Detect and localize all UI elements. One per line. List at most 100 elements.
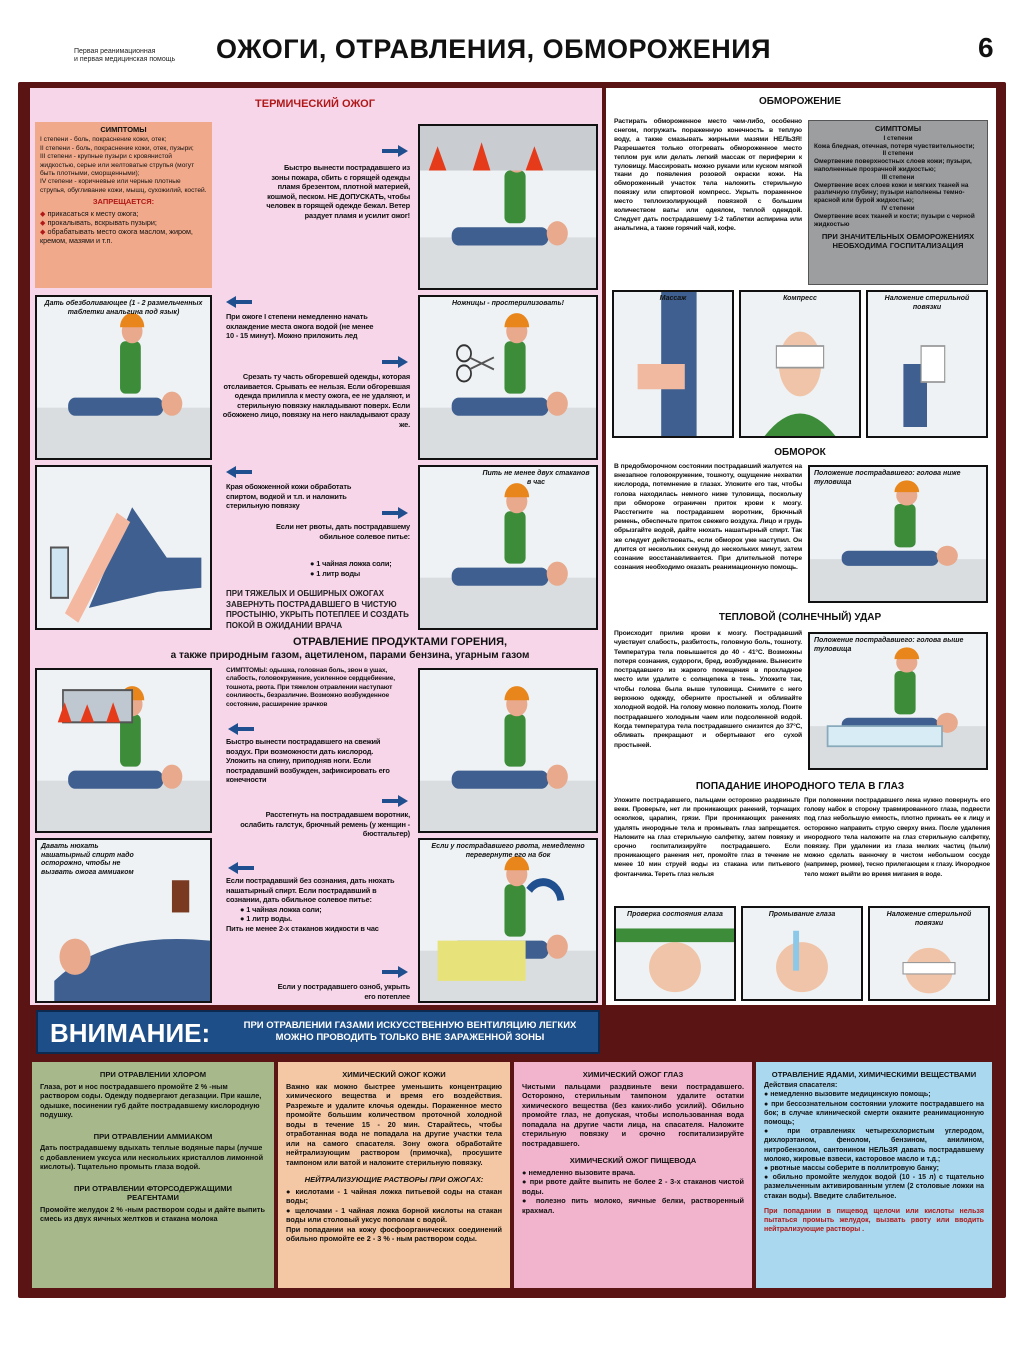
symptom-item: II степени - боль, покраснение кожи, оте… <box>40 144 194 152</box>
illustration-ammonia: Давать нюхать нашатырный спирт надо осто… <box>35 838 212 1003</box>
illustration-heatstroke-position: Положение пострадавшего: голова выше тул… <box>808 632 988 770</box>
arrow-right-icon <box>382 507 408 519</box>
box-poisoning: ОТРАВЛЕНИЕ ЯДАМИ, ХИМИЧЕСКИМИ ВЕЩЕСТВАМИ… <box>756 1062 992 1288</box>
degree-label: II степени <box>882 150 914 158</box>
degree-text: Омертвение всех тканей и кости; пузыри с… <box>814 212 975 228</box>
arrow-left-icon <box>226 466 252 478</box>
thermal-step5: Если нет рвоты, дать пострадавшему обиль… <box>276 522 410 541</box>
section-title-heatstroke: ТЕПЛОВОЙ (СОЛНЕЧНЫЙ) УДАР <box>718 612 882 623</box>
thermal-severe-note: ПРИ ТЯЖЕЛЫХ И ОБШИРНЫХ ОЖОГАХ ЗАВЕРНУТЬ … <box>226 589 409 630</box>
step-text: Пить не менее 2-х стаканов жидкости в ча… <box>226 923 379 933</box>
illustration-compress: Компресс <box>739 290 861 438</box>
box-title: ПРИ ОТРАВЛЕНИИ ХЛОРОМ <box>99 1070 207 1079</box>
box-title: ПРИ ОТРАВЛЕНИИ ФТОРСОДЕРЖАЩИМИ РЕАГЕНТАМ… <box>73 1183 232 1203</box>
box-title: ХИМИЧЕСКИЙ ОЖОГ ГЛАЗ <box>582 1070 684 1079</box>
thermal-step1: Быстро вынести пострадавшего из зоны пож… <box>266 163 410 220</box>
list-item: щелочами - 1 чайная ложка борной кислоты… <box>286 1206 502 1225</box>
list-item: при рвоте дайте выпить не более 2 - 3-х … <box>522 1177 744 1196</box>
box-chemical-skin-burn: ХИМИЧЕСКИЙ ОЖОГ КОЖИ Важно как можно быс… <box>278 1062 510 1288</box>
faint-text: В предобморочном состоянии пострадавший … <box>614 463 802 572</box>
forbidden-title: ЗАПРЕЩАЕТСЯ: <box>92 197 155 207</box>
box-title: ПРИ ОТРАВЛЕНИИ АММИАКОМ <box>93 1131 213 1141</box>
page-number: 6 <box>978 32 994 63</box>
section-title-eye: ПОПАДАНИЕ ИНОРОДНОГО ТЕЛА В ГЛАЗ <box>695 781 905 792</box>
thermal-symptoms-box: СИМПТОМЫ I степени - боль, покраснение к… <box>35 122 212 288</box>
box-title: ХИМИЧЕСКИЙ ОЖОГ КОЖИ <box>342 1070 446 1079</box>
illustration-turn-on-side: Если у пострадавшего рвота, немедленно п… <box>418 838 598 1003</box>
illustration-burning-building <box>35 668 212 833</box>
combustion-step4: Если у пострадавшего озноб, укрыть его п… <box>277 982 410 1001</box>
symptoms-label: СИМПТОМЫ: <box>226 667 268 674</box>
illustration-eye-bandage: Наложение стерильной повязки <box>868 906 990 1001</box>
degree-text: Кожа бледная, отечная, потеря чувствител… <box>814 142 975 150</box>
symptoms-title: СИМПТОМЫ <box>100 125 147 134</box>
thermal-step5-list: 1 чайная ложка соли;1 литр воды <box>310 559 410 578</box>
eye-text-col2: При положении пострадавшего лежа нужно п… <box>804 797 990 878</box>
image-caption: Проверка состояния глаза <box>627 911 723 918</box>
symptom-item: IV степени - коричневые или черные плотн… <box>40 178 207 194</box>
image-caption: Пить не менее двух стаканов в час <box>482 470 590 486</box>
image-caption: Компресс <box>783 295 817 302</box>
arrow-right-icon <box>382 145 408 157</box>
thermal-step2: При ожоге I степени немедленно начать ох… <box>226 312 374 341</box>
combustion-step2: Расстегнуть на пострадавшем воротник, ос… <box>240 810 410 839</box>
list-item: 1 чайная ложка соли; <box>240 905 406 915</box>
section-subtitle-combustion: а также природным газом, ацетиленом, пар… <box>170 650 530 661</box>
list-item: 1 литр воды <box>310 569 410 579</box>
illustration-massage: Массаж <box>612 290 734 438</box>
hospital-note: ПРИ ЗНАЧИТЕЛЬНЫХ ОБМОРОЖЕНИЯХ НЕОБХОДИМА… <box>821 232 975 251</box>
box-title: НЕЙТРАЛИЗУЮЩИЕ РАСТВОРЫ ПРИ ОЖОГАХ: <box>304 1175 484 1184</box>
box-text: Промойте желудок 2 % -ным раствором соды… <box>40 1204 265 1224</box>
warning-banner: ВНИМАНИЕ: ПРИ ОТРАВЛЕНИИ ГАЗАМИ ИСКУССТВ… <box>36 1010 600 1054</box>
arrow-left-icon <box>226 296 252 308</box>
combustion-symptoms: СИМПТОМЫ: одышка, головная боль, звон в … <box>226 667 416 709</box>
box-text: Глаза, рот и нос пострадавшего промойте … <box>40 1081 262 1120</box>
arrow-left-icon <box>228 862 254 874</box>
image-caption: Дать обезболивающее (1 - 2 размельченных… <box>44 300 203 316</box>
illustration-eye-rinse: Промывание глаза <box>741 906 863 1001</box>
symptom-item: I степени - боль, покраснение кожи, отек… <box>40 136 167 144</box>
eye-text-col1: Уложите пострадавшего, пальцами осторожн… <box>614 797 800 878</box>
subtitle-line: и первая медицинская помощь <box>74 56 176 63</box>
section-title-faint: ОБМОРОК <box>774 447 826 458</box>
image-caption: Промывание глаза <box>768 911 836 918</box>
box-chlorine-ammonia-fluor: ПРИ ОТРАВЛЕНИИ ХЛОРОМ Глаза, рот и нос п… <box>32 1062 274 1288</box>
list-item: рвотные массы соберите в поллитровую бан… <box>764 1164 984 1173</box>
box-title: ХИМИЧЕСКИЙ ОЖОГ ПИЩЕВОДА <box>569 1156 697 1165</box>
box-title: ОТРАВЛЕНИЕ ЯДАМИ, ХИМИЧЕСКИМИ ВЕЩЕСТВАМИ <box>771 1070 977 1079</box>
section-title-frostbite: ОБМОРОЖЕНИЕ <box>758 96 842 107</box>
illustration-faint-position: Положение пострадавшего: голова ниже тул… <box>808 465 988 603</box>
box-text: Дать пострадавшему вдыхать теплые водяны… <box>40 1143 264 1171</box>
warning-text: При попадании в пищевод щелочи или кисло… <box>764 1207 984 1234</box>
warning-label: ВНИМАНИЕ: <box>50 1018 211 1048</box>
image-caption: Ножницы - простерилизовать! <box>451 300 565 307</box>
image-caption: Положение пострадавшего: голова выше тул… <box>814 637 964 653</box>
arrow-right-icon <box>382 966 408 978</box>
box-subtitle: Действия спасателя: <box>764 1082 838 1090</box>
list-item: кислотами - 1 чайная ложка питьевой соды… <box>286 1187 502 1206</box>
list-item: 1 литр воды. <box>240 914 406 924</box>
section-title-thermal: ТЕРМИЧЕСКИЙ ОЖОГ <box>255 98 375 110</box>
degree-label: I степени <box>883 134 913 142</box>
illustration-leg-burn <box>35 465 212 630</box>
degree-label: III степени <box>881 173 915 181</box>
list-item: обильно промойте желудок водой (10 - 15 … <box>764 1173 984 1201</box>
symptom-item: III степени - крупные пузыри с кровянист… <box>40 153 195 178</box>
arrow-left-icon <box>228 723 254 735</box>
illustration-scissors: Ножницы - простерилизовать! <box>418 295 598 460</box>
box-text: Чистыми пальцами раздвиньте веки пострад… <box>522 1081 744 1148</box>
thermal-step3: Срезать ту часть обгоревшей одежды, кото… <box>222 372 410 429</box>
illustration-sterile-bandage: Наложение стерильной повязки <box>866 290 988 438</box>
degree-text: Омертвение поверхностных слоев кожи; пуз… <box>814 158 972 173</box>
list-item: немедленно вызовите врача. <box>522 1168 744 1178</box>
image-caption: Если у пострадавшего рвота, немедленно п… <box>431 843 585 859</box>
symptoms-text: одышка, головная боль, звон в ушах, слаб… <box>226 667 395 708</box>
list-item: при отравлениях четыреххлористым углерод… <box>764 1127 984 1164</box>
degree-text: Омертвение всех слоев кожи и мягких ткан… <box>814 181 969 205</box>
subtitle-line: Первая реанимационная <box>74 48 156 55</box>
image-caption: Положение пострадавшего: голова ниже тул… <box>814 470 961 486</box>
illustration-painkiller: Дать обезболивающее (1 - 2 размельченных… <box>35 295 212 460</box>
thermal-step4: Края обожженной кожи обработать спиртом,… <box>226 482 352 511</box>
image-caption: Давать нюхать нашатырный спирт надо осто… <box>41 843 134 876</box>
